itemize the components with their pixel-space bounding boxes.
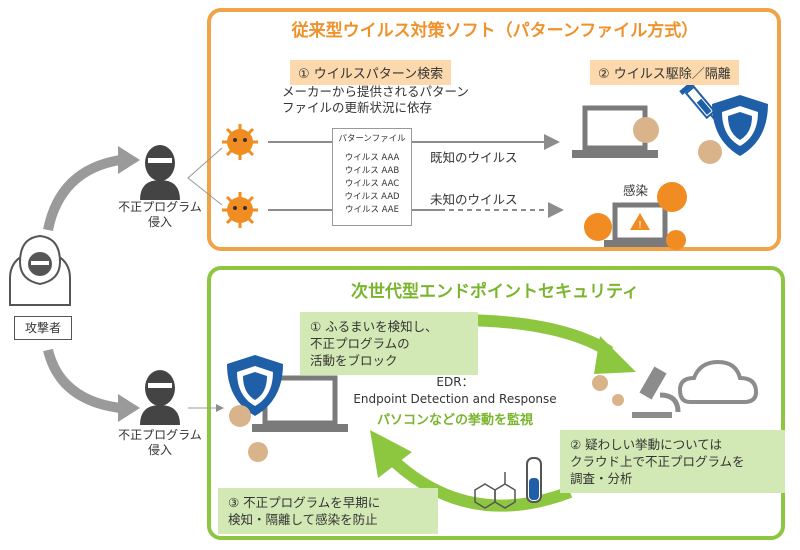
early-isolation-step: ③ 不正プログラムを早期に 検知・隔離して感染を防止 (218, 488, 438, 534)
shield-icon-top (712, 95, 768, 156)
known-virus-label: 既知のウイルス (430, 150, 518, 165)
arrow-attacker-to-top (43, 155, 121, 232)
shield-icon-bottom (227, 355, 283, 416)
edr-title: EDR： Endpoint Detection and Response (345, 374, 565, 408)
pattern-file-doc: パターンファイル ウイルス AAA ウイルス AAB ウイルス AAC ウイルス… (332, 128, 412, 226)
split-line-top (187, 147, 223, 206)
pattern-file-entry: ウイルス AAC (344, 179, 400, 189)
cloud-icon (677, 359, 759, 404)
cloud-analysis-step: ② 疑わしい挙動については クラウド上で不正プログラムを 調査・分析 (560, 430, 785, 493)
pattern-file-entry: ウイルス AAB (344, 166, 400, 176)
blocked-virus-icon (229, 405, 251, 427)
intrusion-label-bottom: 不正プログラム 侵入 (118, 428, 202, 457)
infection-label: 感染 (623, 183, 649, 198)
virus-icon-unknown (222, 192, 258, 228)
edr-acronym: EDR： (436, 375, 474, 389)
laptop-icon-infected: ! (604, 202, 676, 247)
malware-figure-bottom (140, 370, 180, 425)
test-tube-icon (526, 457, 542, 503)
edr-desc: パソコンなどの挙動を監視 (376, 413, 533, 428)
malware-figure-top (140, 145, 180, 200)
virus-removal-step: ② ウイルス駆除／隔離 (590, 60, 739, 85)
intrusion-label-top: 不正プログラム 侵入 (118, 200, 202, 229)
traditional-av-title: 従来型ウイルス対策ソフト（パターンファイル方式） (291, 21, 699, 41)
edr-full-name: Endpoint Detection and Response (353, 392, 557, 406)
attacker-label: 攻撃者 (14, 316, 72, 340)
arrowhead-top (118, 146, 140, 174)
infecting-virus-icon (657, 182, 687, 212)
attacker-icon (9, 234, 71, 306)
microscope-icon (632, 366, 681, 418)
pattern-file-entry: ウイルス AAE (345, 205, 399, 215)
pattern-file-entry: ウイルス AAA (344, 153, 400, 163)
behavior-detect-step: ① ふるまいを検知し、 不正プログラムの 活動をブロック (300, 312, 478, 375)
molecule-icon (474, 472, 516, 509)
svg-text:!: ! (638, 220, 642, 231)
arrowhead-bottom (118, 394, 140, 422)
next-gen-title: 次世代型エンドポイントセキュリティ (351, 282, 639, 302)
arrow-attacker-to-bottom (43, 348, 121, 413)
pattern-file-title: パターンファイル (338, 134, 406, 144)
neutralized-virus-icon (633, 117, 659, 143)
virus-icon-known (222, 124, 258, 160)
pattern-search-step: ① ウイルスパターン検索 (290, 60, 452, 85)
green-arrow-detect-to-cloud (454, 314, 614, 358)
pattern-search-desc: メーカーから提供されるパターン ファイルの更新状況に依存 (282, 84, 469, 115)
pattern-file-entry: ウイルス AAD (344, 192, 400, 202)
unknown-virus-label: 未知のウイルス (430, 192, 518, 207)
